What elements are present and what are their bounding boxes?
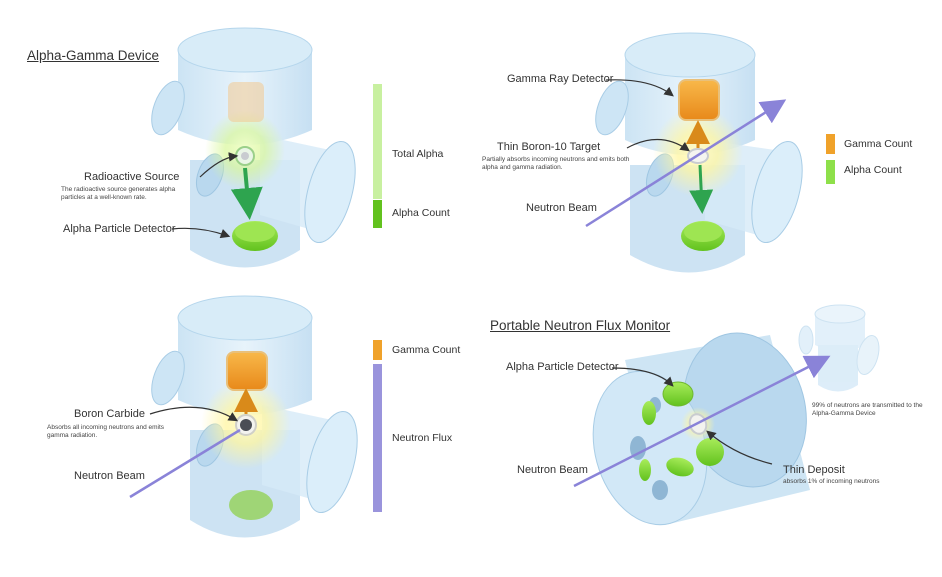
mini-alpha-gamma-device <box>798 304 880 392</box>
boron-carbide-label: Boron Carbide <box>74 408 145 420</box>
source-leader <box>199 152 239 178</box>
detector-leader <box>171 227 231 239</box>
alpha-detector-label: Alpha Particle Detector <box>63 223 176 235</box>
panel4-neutron-beam-arrow <box>573 355 831 488</box>
neutron-flux-label: Neutron Flux <box>392 432 453 444</box>
panel1-title: Alpha-Gamma Device <box>27 48 160 63</box>
deposit-leader <box>706 430 773 465</box>
carbide-leader <box>149 406 239 422</box>
alpha-count-bar <box>373 200 382 228</box>
alpha-count-label: Alpha Count <box>392 207 450 219</box>
gamma-detector-leader <box>605 79 674 97</box>
p4-alpha-detector-label: Alpha Particle Detector <box>506 361 619 373</box>
neutron-flux-bar <box>373 364 382 512</box>
target-leader <box>626 138 690 152</box>
gamma-count-bar <box>373 340 382 360</box>
panel4-title: Portable Neutron Flux Monitor <box>490 318 671 333</box>
boron-target-description: Partially absorbs incoming neutrons and … <box>482 156 630 171</box>
thin-deposit-description: absorbs 1% of incoming neutrons <box>783 478 880 485</box>
panel2-beam-label: Neutron Beam <box>526 202 597 214</box>
panel2-vessel <box>595 32 803 273</box>
boron-carbide-description: Absorbs all incoming neutrons and emits … <box>47 424 165 439</box>
thin-deposit-label: Thin Deposit <box>783 464 845 476</box>
panel2-neutron-beam-arrow <box>585 99 787 228</box>
p4-detector-leader <box>611 367 674 387</box>
transmission-note: 99% of neutrons are transmitted to the A… <box>812 402 923 417</box>
total-alpha-bar <box>373 84 382 199</box>
source-label: Radioactive Source <box>84 171 180 183</box>
legend-gamma-swatch <box>826 134 835 154</box>
boron-target-label: Thin Boron-10 Target <box>497 141 601 153</box>
legend-gamma-label: Gamma Count <box>844 138 913 150</box>
legend-alpha-swatch <box>826 160 835 184</box>
panel3-beam-label: Neutron Beam <box>74 470 145 482</box>
source-description: The radioactive source generates alpha p… <box>61 186 176 201</box>
panel3-vessel <box>151 295 358 538</box>
panel4-monitor <box>592 332 810 526</box>
total-alpha-label: Total Alpha <box>392 148 444 160</box>
legend-alpha-label: Alpha Count <box>844 164 902 176</box>
gamma-detector-label: Gamma Ray Detector <box>507 73 614 85</box>
panel1-vessel <box>151 27 356 268</box>
gamma-count-label: Gamma Count <box>392 344 461 356</box>
panel4-beam-label: Neutron Beam <box>517 464 588 476</box>
panel3-neutron-beam-arrow <box>129 428 241 499</box>
